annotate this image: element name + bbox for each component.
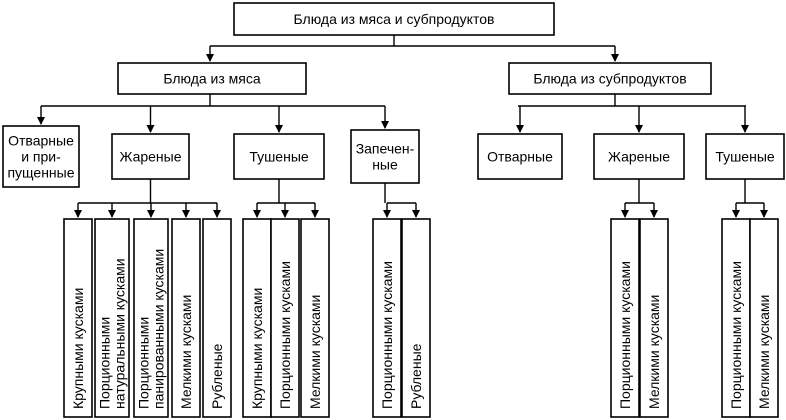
meat-category-1-label: и при- — [21, 149, 61, 165]
meat-category-4-label: ные — [372, 157, 398, 173]
offal-cat3-leaf-2: Мелкими кусками — [749, 218, 779, 418]
meat-cat2-leaf-1-box — [63, 218, 93, 418]
meat-category-1-box — [2, 125, 80, 188]
meat-cat2-leaf-1: Крупными кусками — [63, 218, 93, 418]
meat-category-4-label: Запечен- — [356, 141, 415, 157]
meat-cat2-leaf-3-label: Порционными — [136, 317, 152, 409]
meat-category-2: Жареные — [111, 133, 190, 180]
meat-cat2-leaf-1-label: Крупными кусками — [70, 288, 86, 409]
meat-cat3-leaf-3-box — [300, 218, 330, 418]
meat-category-1-label: Отварные — [8, 133, 74, 149]
offal-category-3: Тушеные — [705, 133, 785, 180]
connector-lines — [37, 35, 768, 218]
meat-category-2-label: Жареные — [119, 149, 181, 165]
meat-cat2-leaf-2-label: Порционными — [97, 317, 113, 409]
meat-cat4-leaf-1-box — [372, 218, 402, 418]
offal-category-2-box — [593, 133, 685, 180]
meat-cat4-leaf-1: Порционными кусками — [372, 218, 402, 418]
meat-category-4-box — [350, 129, 420, 184]
meat-cat2-leaf-5: Рубленые — [202, 218, 232, 418]
offal-category-3-label: Тушеные — [715, 149, 775, 165]
meat-cat3-leaf-3-label: Мелкими кусками — [307, 295, 323, 409]
meat-dishes-node: Блюда из мяса — [117, 62, 307, 95]
offal-dishes-node: Блюда из субпродуктов — [508, 62, 712, 95]
meat-cat2-leaf-3-label: панированными кусками — [151, 249, 167, 409]
meat-cat3-leaf-1-label: Крупными кусками — [249, 288, 265, 409]
offal-cat2-leaf-1-label: Порционными кусками — [617, 261, 633, 409]
offal-cat3-leaf-2-box — [749, 218, 779, 418]
meat-category-3-label: Тушеные — [249, 149, 309, 165]
meat-cat3-leaf-1: Крупными кусками — [242, 218, 272, 418]
offal-cat3-leaf-1: Порционными кусками — [721, 218, 751, 418]
meat-cat2-leaf-5-box — [202, 218, 232, 418]
meat-category-4: Запечен-ные — [350, 129, 420, 184]
meat-cat2-leaf-2-label: натуральными кусками — [112, 258, 128, 409]
meat-cat2-leaf-3-box — [133, 218, 169, 418]
meat-category-3: Тушеные — [233, 133, 325, 180]
offal-cat2-leaf-1: Порционными кусками — [610, 218, 640, 418]
meat-dishes-node-label: Блюда из мяса — [163, 71, 261, 87]
offal-category-2-label: Жареные — [608, 149, 670, 165]
meat-cat4-leaf-1-label: Порционными кусками — [379, 261, 395, 409]
offal-cat2-leaf-2-box — [639, 218, 669, 418]
offal-cat2-leaf-1-box — [610, 218, 640, 418]
meat-cat2-leaf-4: Мелкими кусками — [171, 218, 201, 418]
offal-cat3-leaf-2-label: Мелкими кусками — [756, 295, 772, 409]
offal-dishes-node-box — [508, 62, 712, 95]
meat-dishes-node-box — [117, 62, 307, 95]
meat-cat3-leaf-2-box — [270, 218, 300, 418]
offal-dishes-node-label: Блюда из субпродуктов — [533, 71, 686, 87]
meat-category-1-label: пущенные — [7, 165, 74, 181]
meat-cat2-leaf-2-box — [94, 218, 130, 418]
meat-cat3-leaf-2-label: Порционными кусками — [277, 261, 293, 409]
offal-category-1-box — [477, 133, 563, 180]
meat-category-3-box — [233, 133, 325, 180]
root-node-label: Блюда из мяса и субпродуктов — [294, 11, 495, 27]
offal-category-1: Отварные — [477, 133, 563, 180]
meat-cat2-leaf-4-box — [171, 218, 201, 418]
root-node: Блюда из мяса и субпродуктов — [233, 2, 555, 36]
meat-cat3-leaf-1-box — [242, 218, 272, 418]
meat-cat4-leaf-2-label: Рубленые — [408, 343, 424, 409]
offal-category-1-label: Отварные — [487, 149, 553, 165]
offal-cat3-leaf-1-label: Порционными кусками — [728, 261, 744, 409]
meat-cat4-leaf-2-box — [401, 218, 431, 418]
meat-cat2-leaf-5-label: Рубленые — [209, 343, 225, 409]
meat-cat3-leaf-3: Мелкими кусками — [300, 218, 330, 418]
offal-category-2: Жареные — [593, 133, 685, 180]
meat-category-2-box — [111, 133, 190, 180]
meat-cat3-leaf-2: Порционными кусками — [270, 218, 300, 418]
meat-cat4-leaf-2: Рубленые — [401, 218, 431, 418]
offal-cat2-leaf-2-label: Мелкими кусками — [646, 295, 662, 409]
meat-cat2-leaf-4-label: Мелкими кусками — [178, 295, 194, 409]
offal-cat2-leaf-2: Мелкими кусками — [639, 218, 669, 418]
root-node-box — [233, 2, 555, 36]
offal-category-3-box — [705, 133, 785, 180]
